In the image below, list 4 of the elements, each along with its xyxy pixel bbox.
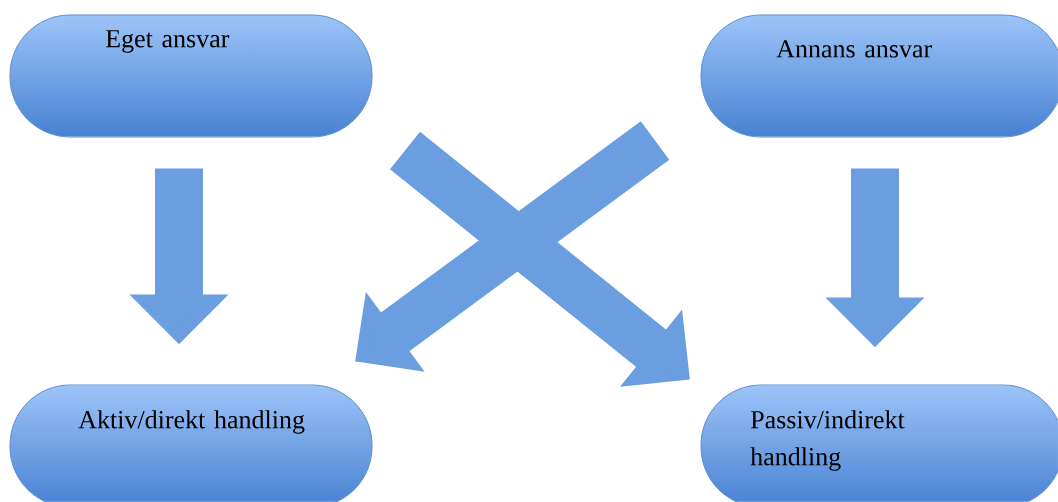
rounded-box: Annans ansvar [700, 14, 1058, 138]
rounded-box: Passiv/indirekt handling [700, 384, 1058, 502]
rounded-box: Eget ansvar [9, 14, 373, 138]
rounded-box: Aktiv/direkt handling [9, 384, 373, 502]
